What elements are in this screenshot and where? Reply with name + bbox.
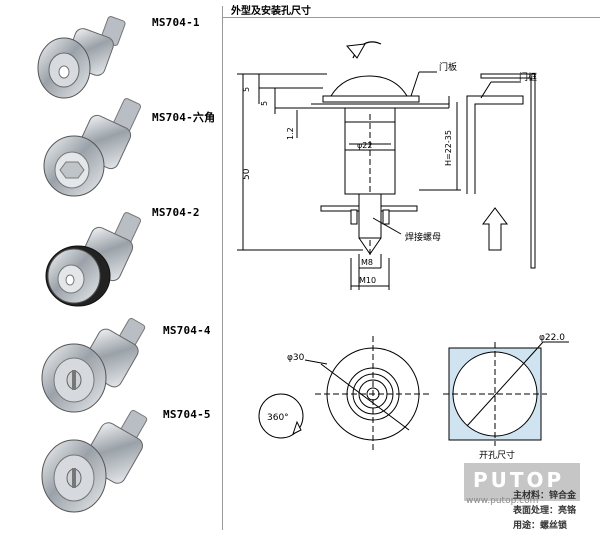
product-label-ms704-5: MS704-5 (163, 408, 211, 421)
dim-h-range: H=22-35 (444, 130, 453, 166)
spec-usage: 用途：螺丝锁 (513, 521, 568, 531)
product-photo-ms704-2 (45, 212, 142, 307)
header-rule (223, 17, 600, 18)
product-label-ms704-1: MS704-1 (152, 16, 200, 29)
drawing-header: 外型及安装孔尺寸 (231, 6, 311, 17)
vertical-divider (222, 6, 223, 530)
label-door-frame: 门框 (519, 71, 537, 83)
dim-5-top: 5 (242, 87, 251, 92)
dim-phi22: φ22 (357, 141, 372, 150)
side-view-drawing: 5 5 1.2 50 φ22 H=22-35 M8 M10 门板 门框 焊接螺母 (237, 41, 537, 290)
label-cutout: 开孔尺寸 (479, 449, 515, 461)
product-photo-ms704-4 (41, 318, 146, 413)
label-360: 360° (267, 413, 289, 423)
product-label-ms704-hex: MS704-六角 (152, 111, 216, 124)
label-door-panel: 门板 (439, 61, 457, 73)
dim-phi30: φ30 (287, 353, 305, 363)
dim-phi22-0: φ22.0 (539, 333, 565, 343)
watermark-brand: PUTOP (473, 468, 565, 492)
label-weld-nut: 焊接螺母 (405, 231, 441, 243)
product-photo-ms704-5 (41, 410, 148, 513)
dim-m8: M8 (361, 258, 373, 267)
dim-1-2: 1.2 (286, 127, 295, 140)
product-label-ms704-2: MS704-2 (152, 206, 200, 219)
technical-drawing: 外型及安装孔尺寸 (223, 0, 600, 533)
dim-50: 50 (242, 168, 252, 180)
front-view-drawing: 360° φ30 φ22.0 开孔尺寸 (258, 333, 569, 461)
spec-material: 主材料：锌合金 (513, 491, 577, 501)
product-label-ms704-4: MS704-4 (163, 324, 211, 337)
product-photo-ms704-hex (43, 98, 142, 197)
watermark-box (464, 463, 580, 501)
dim-5-second: 5 (260, 101, 269, 106)
watermark-url: www.putop.com (466, 496, 539, 506)
product-gallery: MS704-1 MS704-六角 MS704-2 MS704-4 MS70 (0, 0, 222, 533)
dim-m10: M10 (359, 276, 376, 285)
spec-surface: 表面处理：亮铬 (513, 506, 577, 516)
product-photo-ms704-1 (37, 16, 126, 99)
